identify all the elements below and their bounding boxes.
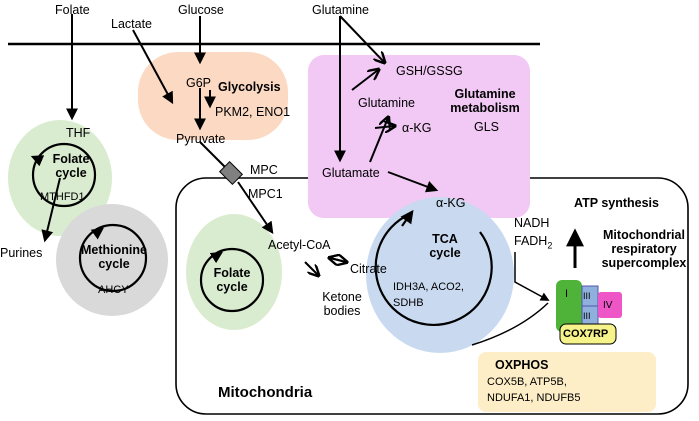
- fadh2-main: FADH: [514, 234, 548, 248]
- glutamate-label: Glutamate: [322, 166, 380, 180]
- methionine-line2: cycle: [98, 257, 130, 271]
- cox7rp-box: [559, 323, 617, 345]
- pyruvate-label: Pyruvate: [176, 132, 226, 146]
- complex-III-top-label: III: [583, 291, 591, 301]
- purines-label: Purines: [0, 246, 43, 260]
- complex-III-bottom-label: III: [583, 311, 591, 321]
- folate-cycle-line1: Folate: [52, 152, 90, 166]
- nadh-label: NADH: [514, 216, 550, 230]
- respiratory-line2: respiratory: [611, 242, 677, 256]
- glycolysis-enzymes: PKM2, ENO1: [215, 105, 291, 119]
- tca-enzymes-line2: SDHB: [393, 297, 424, 309]
- akg-mito-label: α-KG: [436, 196, 466, 210]
- respiratory-line1: Mitochondrial: [603, 228, 685, 242]
- methionine-cycle-title: Methionine cycle: [80, 243, 148, 271]
- thf-label: THF: [66, 126, 91, 140]
- glycolysis-title: Glycolysis: [218, 80, 281, 94]
- respiratory-line3: supercomplex: [601, 256, 687, 270]
- complex-IV-label: IV: [603, 300, 613, 311]
- folate-cycle-line2: cycle: [55, 166, 87, 180]
- methionine-cycle-region: [56, 204, 168, 316]
- mpc1-label: MPC1: [248, 187, 283, 201]
- folate-label: Folate: [55, 3, 90, 17]
- complex-IV: [598, 292, 622, 318]
- gls-label: GLS: [474, 120, 500, 134]
- glutamine-input-label: Glutamine: [312, 3, 369, 17]
- glycolysis-region: [138, 52, 288, 140]
- mitochondria-title: Mitochondria: [218, 384, 313, 401]
- glucose-label: Glucose: [178, 3, 224, 17]
- lactate-label: Lactate: [111, 17, 153, 31]
- gsh-gssg-label: GSH/GSSG: [396, 64, 463, 78]
- folate-cycle-title: Folate cycle: [48, 152, 94, 180]
- fadh2-subscript: 2: [547, 240, 553, 251]
- respiratory-supercomplex-title: Mitochondrial respiratory supercomplex: [592, 228, 696, 270]
- complex-I-label: I: [565, 288, 569, 300]
- glutamine-label: Glutamine: [358, 96, 415, 110]
- tca-enzymes-line1: IDH3A, ACO2,: [393, 281, 464, 293]
- ketone-bodies-label: Ketone bodies: [312, 290, 372, 318]
- tca-cycle-title: TCA cycle: [420, 232, 470, 260]
- methionine-line1: Methionine: [81, 243, 147, 257]
- tca-line1: TCA: [432, 232, 458, 246]
- oxphos-region: [478, 352, 656, 412]
- g6p-label: G6P: [186, 76, 212, 90]
- ahcy-label: AHCY: [98, 284, 129, 296]
- citrate-label: Citrate: [350, 262, 387, 276]
- tca-region: [366, 197, 514, 353]
- complex-I: [556, 280, 582, 332]
- mpc-label: MPC: [250, 163, 278, 177]
- ketone-line2: bodies: [323, 304, 361, 318]
- atp-synthesis-label: ATP synthesis: [574, 196, 659, 210]
- mthfd1-label: MTHFD1: [40, 191, 85, 203]
- fadh2-label: FADH2: [514, 234, 552, 253]
- cox7rp-label: COX7RP: [563, 328, 609, 340]
- tca-line2: cycle: [429, 246, 461, 260]
- mito-folate-line2: cycle: [216, 280, 248, 294]
- oxphos-genes-line2: NDUFA1, NDUFB5: [487, 392, 581, 404]
- glutamine-metabolism-line1: Glutamine: [454, 87, 516, 101]
- glutamine-metabolism-title: Glutamine metabolism: [436, 87, 534, 115]
- oxphos-genes-line1: COX5B, ATP5B,: [487, 376, 567, 388]
- mpc-transporter: [218, 160, 244, 186]
- mito-folate-cycle-title: Folate cycle: [208, 266, 256, 294]
- mito-folate-line1: Folate: [213, 266, 251, 280]
- acetyl-coa-label: Acetyl-CoA: [268, 238, 331, 252]
- oxphos-title: OXPHOS: [495, 358, 549, 372]
- ketone-line1: Ketone: [322, 290, 362, 304]
- glutamine-metabolism-line2: metabolism: [450, 101, 520, 115]
- akg-cytosol-label: α-KG: [402, 121, 432, 135]
